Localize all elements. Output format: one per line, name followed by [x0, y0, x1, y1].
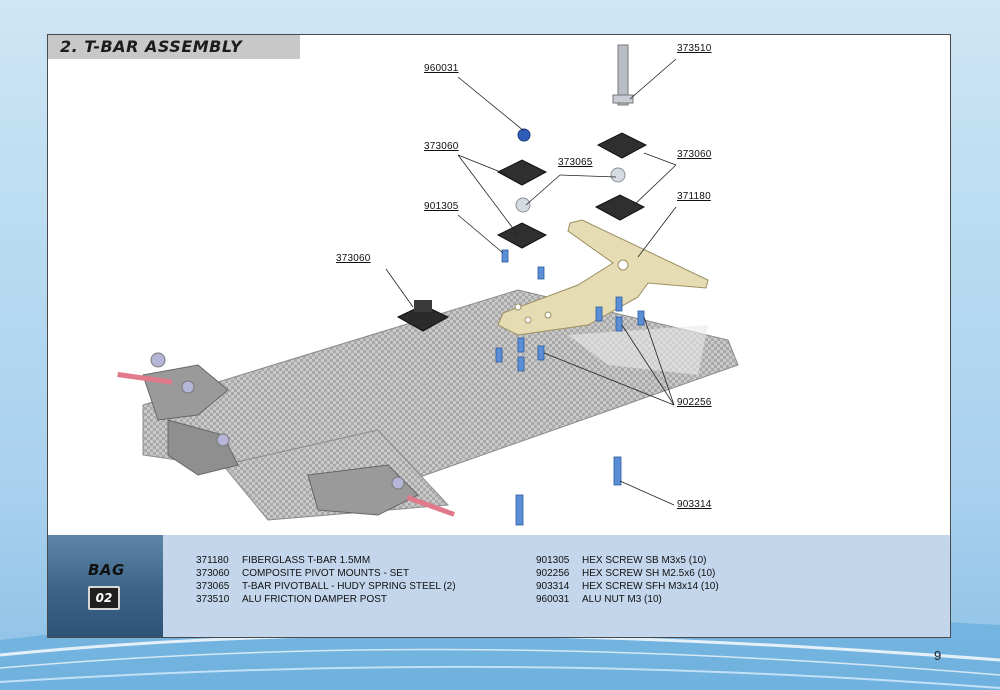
front-suspension	[117, 352, 455, 517]
pivotball-right	[610, 167, 626, 183]
pivot-mount-upper-left	[496, 159, 548, 186]
fiberglass-t-bar	[497, 219, 709, 336]
pivot-mount-upper-right	[596, 132, 648, 159]
alu-friction-damper-post	[612, 44, 634, 106]
bag-badge: BAG 02	[48, 535, 163, 637]
pivot-mount-center	[496, 222, 548, 249]
section-title: 2. T-BAR ASSEMBLY	[60, 37, 243, 56]
callout-373060-right: 373060	[677, 149, 712, 160]
pivotball-left	[515, 197, 531, 213]
pivot-mount-right	[594, 194, 646, 221]
bag-number: 02	[88, 586, 120, 610]
alu-nut	[517, 128, 531, 142]
callout-960031: 960031	[424, 63, 459, 74]
callout-371180: 371180	[677, 191, 711, 202]
callout-902256: 902256	[677, 397, 712, 408]
chassis-plate	[142, 289, 739, 521]
bag-label: BAG	[88, 561, 125, 579]
callout-373510: 373510	[677, 43, 712, 54]
callout-903314: 903314	[677, 499, 712, 510]
callout-373060-lower-left: 373060	[336, 253, 371, 264]
exploded-assembly-diagram	[117, 44, 739, 526]
callout-373065: 373065	[558, 157, 593, 168]
pivot-mount-lower-left	[396, 300, 450, 332]
callout-373060-upper-left: 373060	[424, 141, 459, 152]
page-number: 9	[934, 648, 942, 663]
screws	[495, 249, 645, 526]
instruction-frame: 2. T-BAR ASSEMBLY	[47, 34, 951, 638]
leader-lines	[385, 58, 677, 506]
callout-901305: 901305	[424, 201, 459, 212]
section-title-band: 2. T-BAR ASSEMBLY	[48, 35, 300, 59]
